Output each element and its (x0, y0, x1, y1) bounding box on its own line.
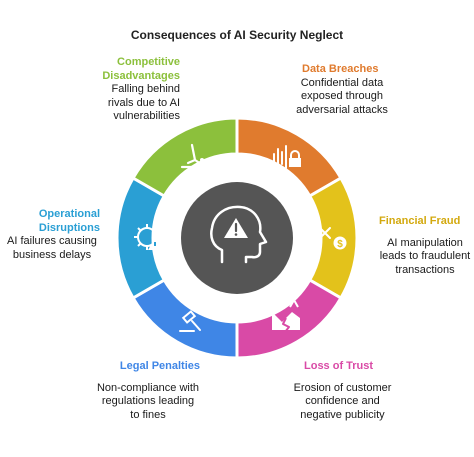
falling-figure-icon (180, 143, 208, 169)
text-financial-fraud: AI manipulation leads to fraudulent tran… (379, 236, 471, 276)
heading-data-breaches: Data Breaches (302, 63, 379, 75)
label-competitive-disadvantages: Competitive Disadvantages Falling behind… (60, 56, 180, 124)
gavel-icon (179, 310, 201, 332)
label-legal-penalties: Legal Penalties Non-compliance with regu… (80, 360, 200, 422)
warning-head-icon (210, 205, 268, 264)
heading-operational-disruptions: Operational Disruptions (38, 208, 100, 234)
heading-legal-penalties: Legal Penalties (119, 360, 200, 372)
label-data-breaches: Data Breaches Confidential data exposed … (294, 63, 404, 117)
text-legal-penalties: Non-compliance with regulations leading … (96, 381, 200, 421)
audio-lock-icon (273, 145, 301, 169)
text-competitive-disadvantages: Falling behind rivals due to AI vulnerab… (107, 83, 180, 122)
label-financial-fraud: Financial Fraud AI manipulation leads to… (379, 215, 471, 277)
svg-text:$: $ (337, 239, 343, 250)
label-operational-disruptions: Operational Disruptions AI failures caus… (4, 208, 100, 262)
heading-financial-fraud: Financial Fraud (379, 215, 461, 227)
text-data-breaches: Confidential data exposed through advers… (296, 76, 388, 116)
broken-trust-icon (272, 299, 300, 333)
segment-competitive-disadvantages (131, 116, 239, 199)
heading-loss-of-trust: Loss of Trust (304, 360, 374, 372)
diagram-title: Consequences of AI Security Neglect (130, 28, 344, 42)
gear-warning-icon (134, 224, 162, 250)
money-fraud-icon: $ (319, 227, 347, 250)
heading-competitive-disadvantages: Competitive Disadvantages (102, 56, 180, 82)
label-loss-of-trust: Loss of Trust Erosion of customer confid… (290, 360, 395, 422)
text-loss-of-trust: Erosion of customer confidence and negat… (293, 381, 392, 421)
segment-financial-fraud (307, 175, 359, 301)
text-operational-disruptions: AI failures causing business delays (7, 235, 97, 261)
